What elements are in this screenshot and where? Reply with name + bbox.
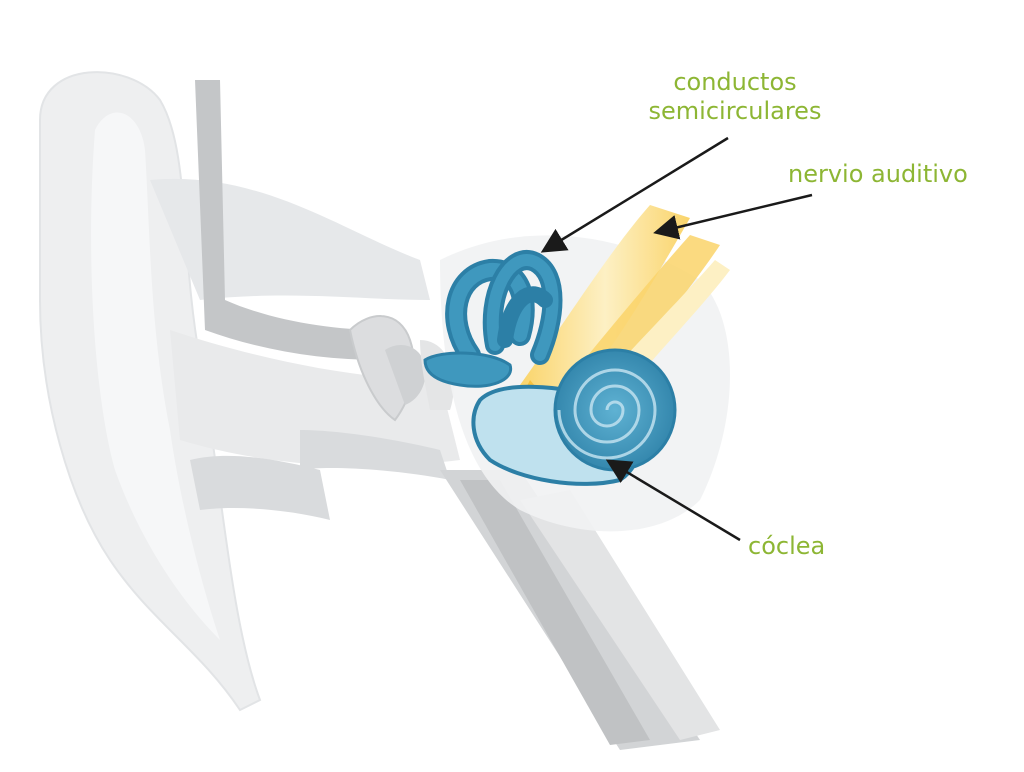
vestibule: [423, 351, 513, 388]
label-auditory-nerve: nervio auditivo: [788, 160, 968, 188]
label-semicircular-line2: semicirculares: [648, 97, 822, 125]
arrow-nerve: [653, 193, 813, 240]
label-semicircular-canals: conductos semicirculares: [620, 68, 850, 126]
cochlea: [471, 348, 677, 486]
arrow-cochlea: [605, 459, 741, 542]
label-cochlea: cóclea: [748, 532, 826, 560]
label-arrows: [540, 136, 813, 542]
eustachian-tube: [440, 470, 720, 750]
semicircular-canals: [445, 250, 563, 366]
arrow-semicircular: [540, 136, 729, 253]
label-semicircular-line1: conductos: [673, 68, 797, 96]
